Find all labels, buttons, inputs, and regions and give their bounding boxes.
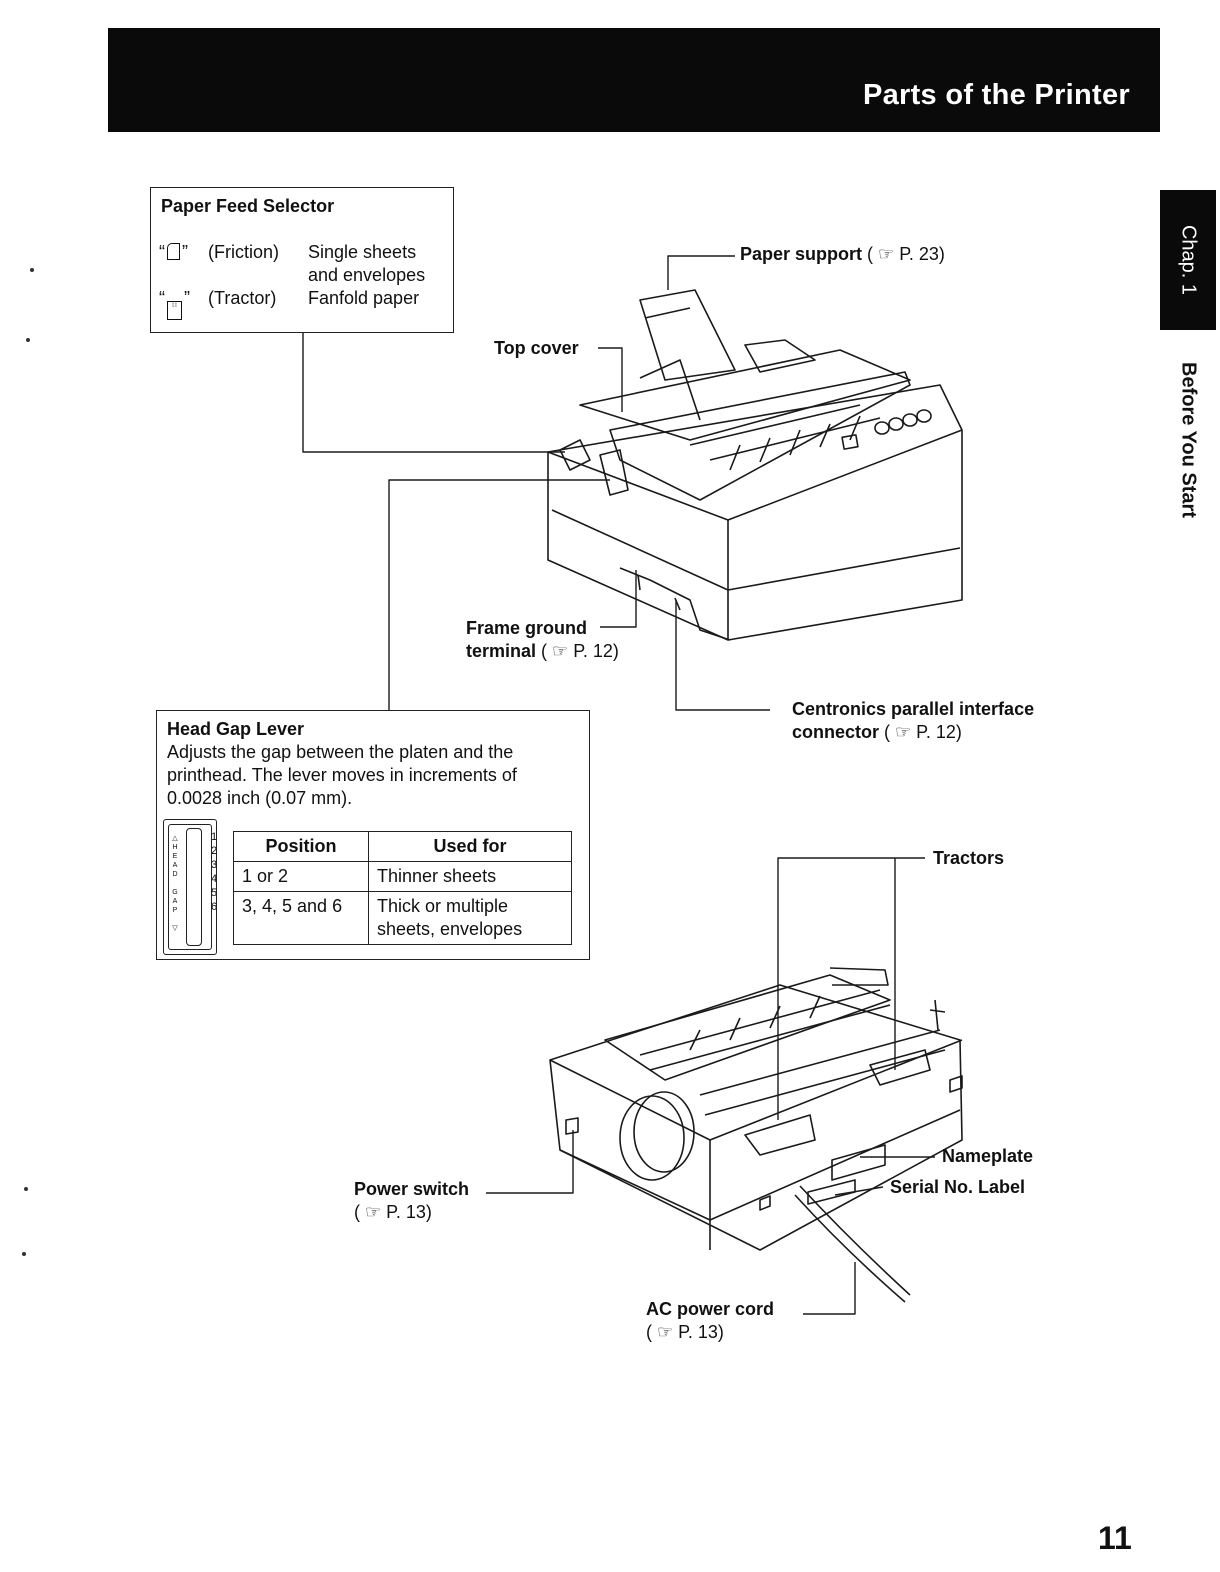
friction-use-line2: and envelopes [308, 265, 426, 285]
power-switch-ref: P. 13 [386, 1202, 426, 1222]
paper-support-ref: P. 23 [899, 244, 939, 264]
ac-power-cord-ref: P. 13 [678, 1322, 718, 1342]
used-for-line: Thick or multiple [377, 896, 509, 916]
centronics-label-line2: connector [792, 722, 880, 742]
page-header-bar: Parts of the Printer [108, 28, 1160, 132]
scale-number: 6 [211, 901, 218, 913]
tractor-mode: (Tractor) [208, 288, 277, 308]
margin-dot [22, 1252, 26, 1256]
centronics-callout: Centronics parallel interface connector … [792, 699, 1035, 742]
printer-front-view-drawing [547, 289, 963, 641]
column-header-used-for: Used for [368, 831, 572, 862]
tractor-symbol: “⁝⁝” [159, 287, 190, 320]
frame-ground-callout: Frame ground terminal ( ☞ P. 12) [466, 618, 619, 661]
page-title: Parts of the Printer [862, 79, 1130, 111]
friction-symbol: “” [159, 242, 188, 262]
centronics-label: Centronics parallel interface [792, 699, 1035, 719]
tractor-use: Fanfold paper [308, 288, 420, 308]
tractors-label: Tractors [933, 848, 1005, 868]
used-for-cell: Thinner sheets [368, 861, 572, 892]
page-number: 11 [1098, 1520, 1132, 1556]
paper-support-callout: Paper support ( ☞ P. 23) [740, 244, 945, 264]
centronics-ref: P. 12 [916, 722, 956, 742]
tractor-feed-icon: ⁝⁝ [167, 300, 182, 320]
page-ref-icon: ☞ [895, 722, 912, 742]
frame-ground-ref: P. 12 [573, 641, 613, 661]
page-ref-icon: ☞ [365, 1202, 382, 1222]
page-ref-icon: ☞ [552, 641, 569, 661]
head-gap-lever-title: Head Gap Lever [167, 719, 305, 739]
table-header-row: Position Used for [233, 831, 572, 862]
margin-dot [30, 268, 34, 272]
margin-dot [26, 338, 30, 342]
table-row: 1 or 2 Thinner sheets [233, 861, 572, 892]
nameplate-label: Nameplate [942, 1146, 1034, 1166]
scale-number: 2 [211, 845, 218, 857]
page-ref-icon: ☞ [878, 244, 895, 264]
single-sheet-icon [167, 243, 180, 260]
scale-number: 1 [211, 831, 218, 843]
page-ref-icon: ☞ [657, 1322, 674, 1342]
paper-feed-selector-box: Paper Feed Selector “” (Friction) Single… [150, 187, 454, 333]
used-for-line: sheets, envelopes [377, 919, 523, 939]
scale-number: 5 [211, 887, 218, 899]
position-cell: 1 or 2 [233, 861, 369, 892]
used-for-cell: Thick or multiple sheets, envelopes [368, 891, 572, 945]
frame-ground-label-line2: terminal [466, 641, 537, 661]
frame-ground-label: Frame ground [466, 618, 588, 638]
head-gap-description-line: printhead. The lever moves in increments… [167, 765, 517, 785]
column-header-position: Position [233, 831, 369, 862]
friction-use: Single sheets [308, 242, 417, 262]
head-gap-description-line: Adjusts the gap between the platen and t… [167, 742, 514, 762]
callout-leader-lines [302, 255, 935, 1315]
power-switch-label: Power switch [354, 1179, 470, 1199]
top-cover-label: Top cover [494, 338, 579, 358]
ac-power-cord-label: AC power cord [646, 1299, 775, 1319]
head-gap-description-line: 0.0028 inch (0.07 mm). [167, 788, 353, 808]
scale-number: 4 [211, 873, 218, 885]
paper-feed-selector-title: Paper Feed Selector [161, 196, 335, 216]
paper-support-label: Paper support [740, 244, 863, 264]
serial-label: Serial No. Label [890, 1177, 1026, 1197]
power-switch-callout: Power switch ( ☞ P. 13) [354, 1179, 470, 1222]
ac-power-cord-callout: AC power cord ( ☞ P. 13) [646, 1299, 775, 1342]
scale-number: 3 [211, 859, 218, 871]
friction-mode: (Friction) [208, 242, 279, 262]
position-cell: 3, 4, 5 and 6 [233, 891, 369, 945]
margin-dot [24, 1187, 28, 1191]
table-row: 3, 4, 5 and 6 Thick or multiple sheets, … [233, 891, 572, 945]
chapter-tab: Chap. 1 [1160, 190, 1216, 330]
printer-rear-view-drawing [549, 967, 963, 1303]
head-gap-position-table: Position Used for 1 or 2 Thinner sheets … [233, 831, 572, 945]
